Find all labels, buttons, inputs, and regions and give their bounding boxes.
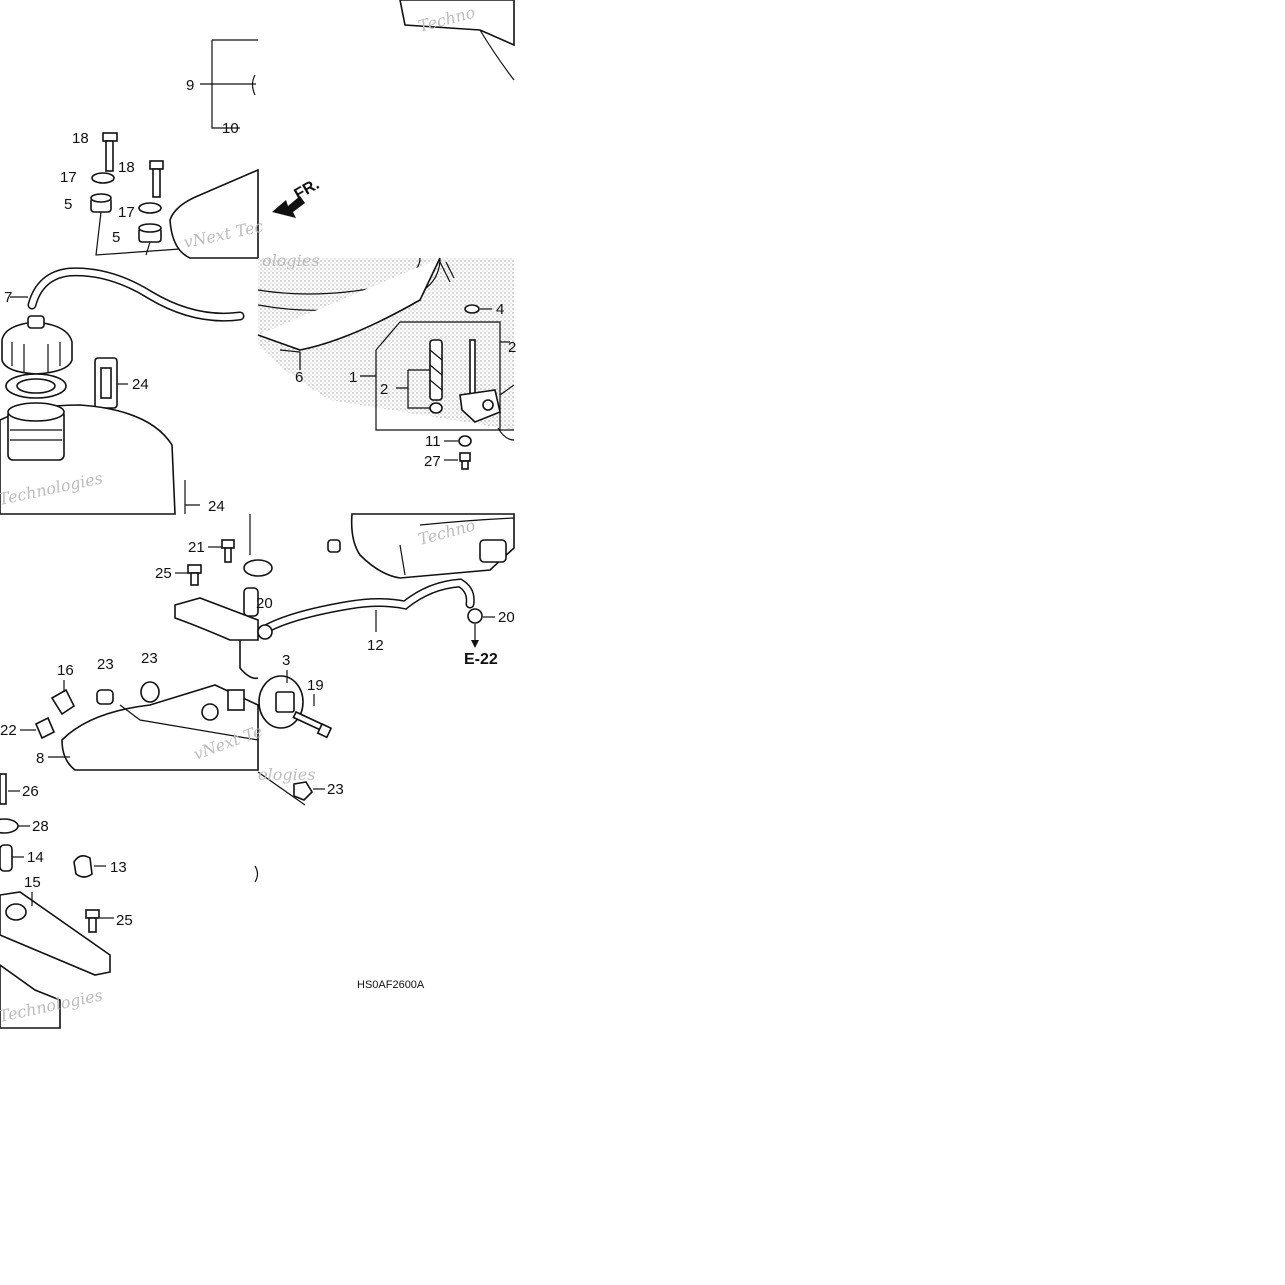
diagram-code: HS0AF2600A [357,979,425,991]
hose-clip-20-right [467,608,483,624]
callout-25-bottom: 25 [116,912,133,929]
callout-20-right: 20 [498,609,515,626]
washer-17-left [91,172,115,184]
callout-17-right: 17 [118,204,135,221]
callout-26: 26 [22,783,39,800]
watermark-4: ologies [262,251,319,270]
rubber-5-right [138,223,162,243]
callout-27: 27 [424,453,441,470]
callout-24-bottom: 24 [208,498,225,515]
bracket-15 [0,891,111,976]
callout-13: 13 [110,859,127,876]
tank-bottom [350,513,515,579]
fuel-tank [0,402,200,515]
callout-28: 28 [32,818,49,835]
bolt-21 [221,539,235,563]
callout-23-right: 23 [327,781,344,798]
callout-9: 9 [186,77,194,94]
tile-bottom-left: vNext Te Technologies [0,514,273,1029]
damper-3 [258,675,304,729]
callout-18-right: 18 [118,159,135,176]
reference-e22: E-22 [464,651,498,668]
bushing-14 [0,844,13,872]
callout-1: 1 [349,369,357,386]
screw-27 [459,452,471,470]
bolt-25-top [187,564,202,586]
callout-16: 16 [57,662,74,679]
callout-25-top: 25 [155,565,172,582]
callout-20-left: 20 [256,595,273,612]
callout-18-left: 18 [72,130,89,147]
callout-12: 12 [367,637,384,654]
callout-3: 3 [282,652,290,669]
callout-5-right: 5 [112,229,120,246]
bolt-18-right [149,160,164,198]
washer-11 [458,435,472,447]
callout-22: 22 [0,722,17,739]
o-ring-4 [464,304,480,314]
bolt-25-bottom [85,909,100,933]
hose-clip-20-left [257,624,273,640]
callout-10: 10 [222,120,239,137]
fuel-valve-1 [459,339,515,441]
watermark-7: ologies [258,765,315,784]
callout-23-left: 23 [97,656,114,673]
clip-22 [34,716,56,740]
tank-seat-area [258,258,514,430]
callout-7: 7 [4,289,12,306]
callout-5-left: 5 [64,196,72,213]
washer-28 [0,818,19,834]
tile-bottom-right: ologies Techno [257,513,515,806]
fuel-filter-2 [429,339,443,414]
clamp-13 [73,854,93,878]
callout-4: 4 [496,301,504,318]
callout-21: 21 [188,539,205,556]
callout-23-mid: 23 [141,650,158,667]
fuel-cap [1,315,73,375]
front-direction-arrow: FR. [272,176,322,218]
callout-11: 11 [425,433,441,450]
tile-top-left: vNext Tec Technologies [0,39,265,515]
callout-2-top: 2 [508,339,516,356]
tile-top-right: Techno FR. ologies [257,0,515,470]
tank-top-edge [169,168,259,259]
callout-15: 15 [24,874,41,891]
cap-23-mid [140,681,160,703]
bolt-18-left [102,132,118,172]
fuel-hose-12 [259,578,475,635]
strap-24 [94,357,128,409]
cap-23-left [96,689,114,705]
callout-labels: 9 10 18 18 17 17 5 5 7 24 24 4 2 1 2 6 1… [0,77,516,991]
nut-23-right [293,781,314,801]
washer-17-right [138,202,162,214]
bolt-19 [292,710,333,739]
rubber-5-left [90,193,112,213]
callout-6: 6 [295,369,303,386]
callout-17-left: 17 [60,169,77,186]
callout-8: 8 [36,750,44,767]
breather-hose-7 [27,267,245,322]
clip-16 [50,688,76,716]
callout-24-top: 24 [132,376,149,393]
callout-2: 2 [380,381,388,398]
callout-19: 19 [307,677,324,694]
callout-14: 14 [27,849,44,866]
